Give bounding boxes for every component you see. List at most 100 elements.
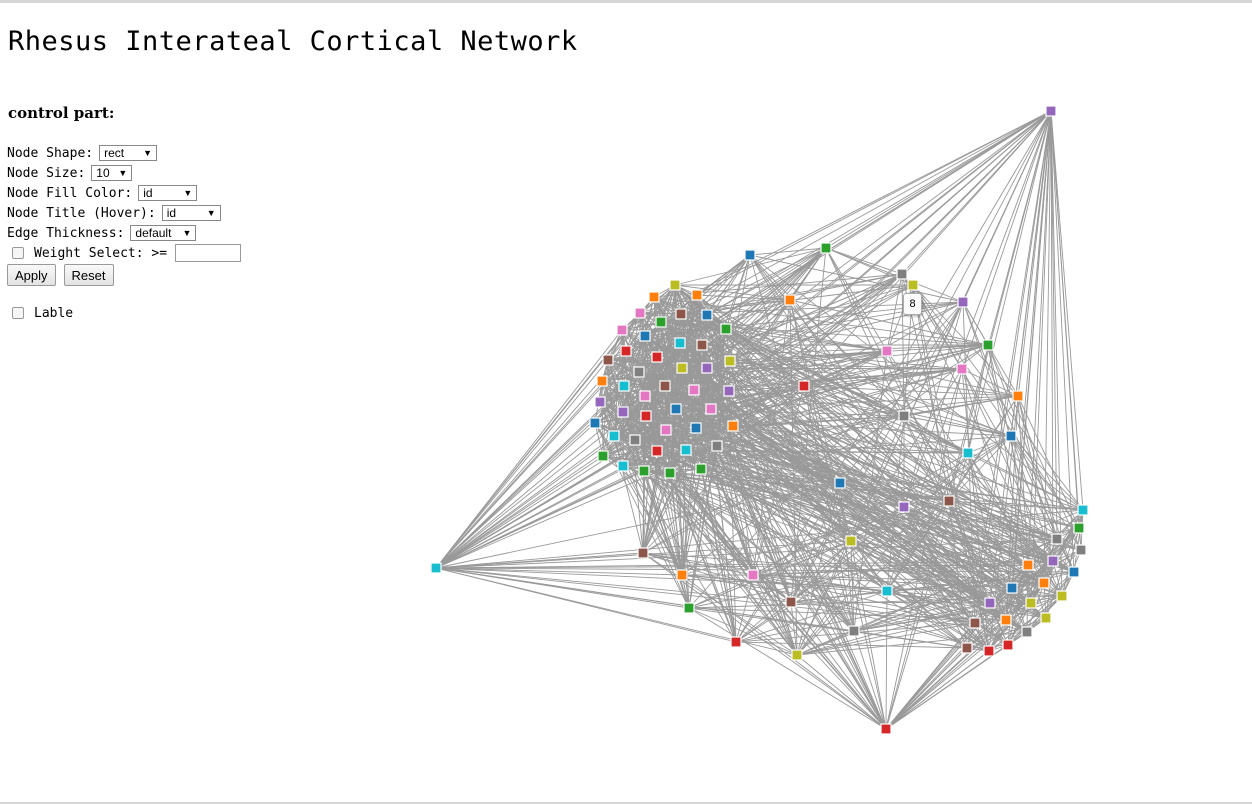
graph-node[interactable]: [785, 596, 797, 608]
graph-node[interactable]: [655, 316, 667, 328]
graph-node[interactable]: [620, 345, 632, 357]
graph-node[interactable]: [1077, 504, 1089, 516]
graph-node[interactable]: [848, 625, 860, 637]
graph-node[interactable]: [1021, 626, 1033, 638]
graph-node[interactable]: [791, 649, 803, 661]
graph-node[interactable]: [1073, 522, 1085, 534]
graph-node[interactable]: [907, 279, 919, 291]
graph-node[interactable]: [638, 465, 650, 477]
apply-button[interactable]: Apply: [7, 264, 56, 286]
graph-node[interactable]: [648, 291, 660, 303]
graph-node[interactable]: [664, 467, 676, 479]
graph-node[interactable]: [784, 294, 796, 306]
graph-node[interactable]: [1068, 566, 1080, 578]
graph-node[interactable]: [589, 417, 601, 429]
graph-node[interactable]: [820, 242, 832, 254]
graph-node[interactable]: [594, 396, 606, 408]
graph-node[interactable]: [898, 410, 910, 422]
graph-node[interactable]: [1022, 559, 1034, 571]
graph-node[interactable]: [1040, 612, 1052, 624]
graph-node[interactable]: [670, 403, 682, 415]
graph-node[interactable]: [983, 645, 995, 657]
graph-node[interactable]: [639, 390, 651, 402]
graph-node[interactable]: [680, 444, 692, 456]
graph-node[interactable]: [1051, 533, 1063, 545]
graph-node[interactable]: [1075, 544, 1087, 556]
graph-node[interactable]: [637, 547, 649, 559]
graph-node[interactable]: [956, 363, 968, 375]
graph-node[interactable]: [898, 501, 910, 513]
graph-node[interactable]: [711, 440, 723, 452]
graph-node[interactable]: [1006, 582, 1018, 594]
graph-node[interactable]: [982, 339, 994, 351]
graph-node[interactable]: [633, 366, 645, 378]
graph-node[interactable]: [676, 569, 688, 581]
graph-node[interactable]: [674, 337, 686, 349]
graph-node[interactable]: [881, 585, 893, 597]
lable-checkbox[interactable]: [12, 307, 24, 319]
graph-node[interactable]: [723, 385, 735, 397]
graph-node[interactable]: [1012, 390, 1024, 402]
graph-node[interactable]: [617, 460, 629, 472]
graph-node[interactable]: [1047, 555, 1059, 567]
graph-node[interactable]: [1045, 105, 1057, 117]
graph-node[interactable]: [659, 380, 671, 392]
weight-select-input[interactable]: [175, 244, 242, 262]
graph-node[interactable]: [720, 323, 732, 335]
graph-node[interactable]: [683, 602, 695, 614]
graph-node[interactable]: [616, 324, 628, 336]
graph-node[interactable]: [701, 309, 713, 321]
graph-node[interactable]: [1025, 597, 1037, 609]
graph-node[interactable]: [634, 307, 646, 319]
graph-node[interactable]: [430, 562, 442, 574]
graph-node[interactable]: [660, 424, 672, 436]
graph-node[interactable]: [834, 477, 846, 489]
node-fill-select[interactable]: id ▼: [138, 185, 198, 201]
graph-node[interactable]: [798, 380, 810, 392]
graph-node[interactable]: [597, 450, 609, 462]
graph-node[interactable]: [943, 495, 955, 507]
weight-select-checkbox[interactable]: [12, 247, 24, 259]
graph-node[interactable]: [617, 406, 629, 418]
graph-node[interactable]: [688, 384, 700, 396]
graph-node[interactable]: [1005, 430, 1017, 442]
graph-node[interactable]: [969, 617, 981, 629]
graph-node[interactable]: [608, 430, 620, 442]
graph-node[interactable]: [696, 339, 708, 351]
reset-button[interactable]: Reset: [63, 264, 114, 286]
graph-node[interactable]: [1000, 614, 1012, 626]
graph-node[interactable]: [690, 422, 702, 434]
graph-node[interactable]: [1038, 577, 1050, 589]
graph-node[interactable]: [701, 362, 713, 374]
graph-node[interactable]: [1002, 639, 1014, 651]
node-size-select[interactable]: 10 ▼: [91, 165, 133, 181]
graph-node[interactable]: [881, 345, 893, 357]
graph-node[interactable]: [651, 351, 663, 363]
graph-node[interactable]: [669, 279, 681, 291]
graph-node[interactable]: [961, 642, 973, 654]
graph-node[interactable]: [744, 249, 756, 261]
graph-node[interactable]: [880, 723, 892, 735]
edge-thickness-select[interactable]: default ▼: [130, 225, 197, 241]
graph-node[interactable]: [676, 362, 688, 374]
graph-node[interactable]: [629, 434, 641, 446]
node-shape-select[interactable]: rect ▼: [99, 145, 158, 161]
graph-node[interactable]: [730, 636, 742, 648]
graph-node[interactable]: [724, 355, 736, 367]
graph-node[interactable]: [896, 268, 908, 280]
graph-node[interactable]: [639, 330, 651, 342]
graph-node[interactable]: [705, 403, 717, 415]
graph-node[interactable]: [596, 375, 608, 387]
graph-node[interactable]: [618, 380, 630, 392]
graph-node[interactable]: [1056, 590, 1068, 602]
graph-node[interactable]: [984, 597, 996, 609]
graph-node[interactable]: [957, 296, 969, 308]
graph-node[interactable]: [602, 354, 614, 366]
graph-node[interactable]: [691, 289, 703, 301]
graph-node[interactable]: [747, 569, 759, 581]
graph-node[interactable]: [845, 535, 857, 547]
graph-node[interactable]: [962, 447, 974, 459]
graph-node[interactable]: [695, 463, 707, 475]
graph-node[interactable]: [651, 445, 663, 457]
